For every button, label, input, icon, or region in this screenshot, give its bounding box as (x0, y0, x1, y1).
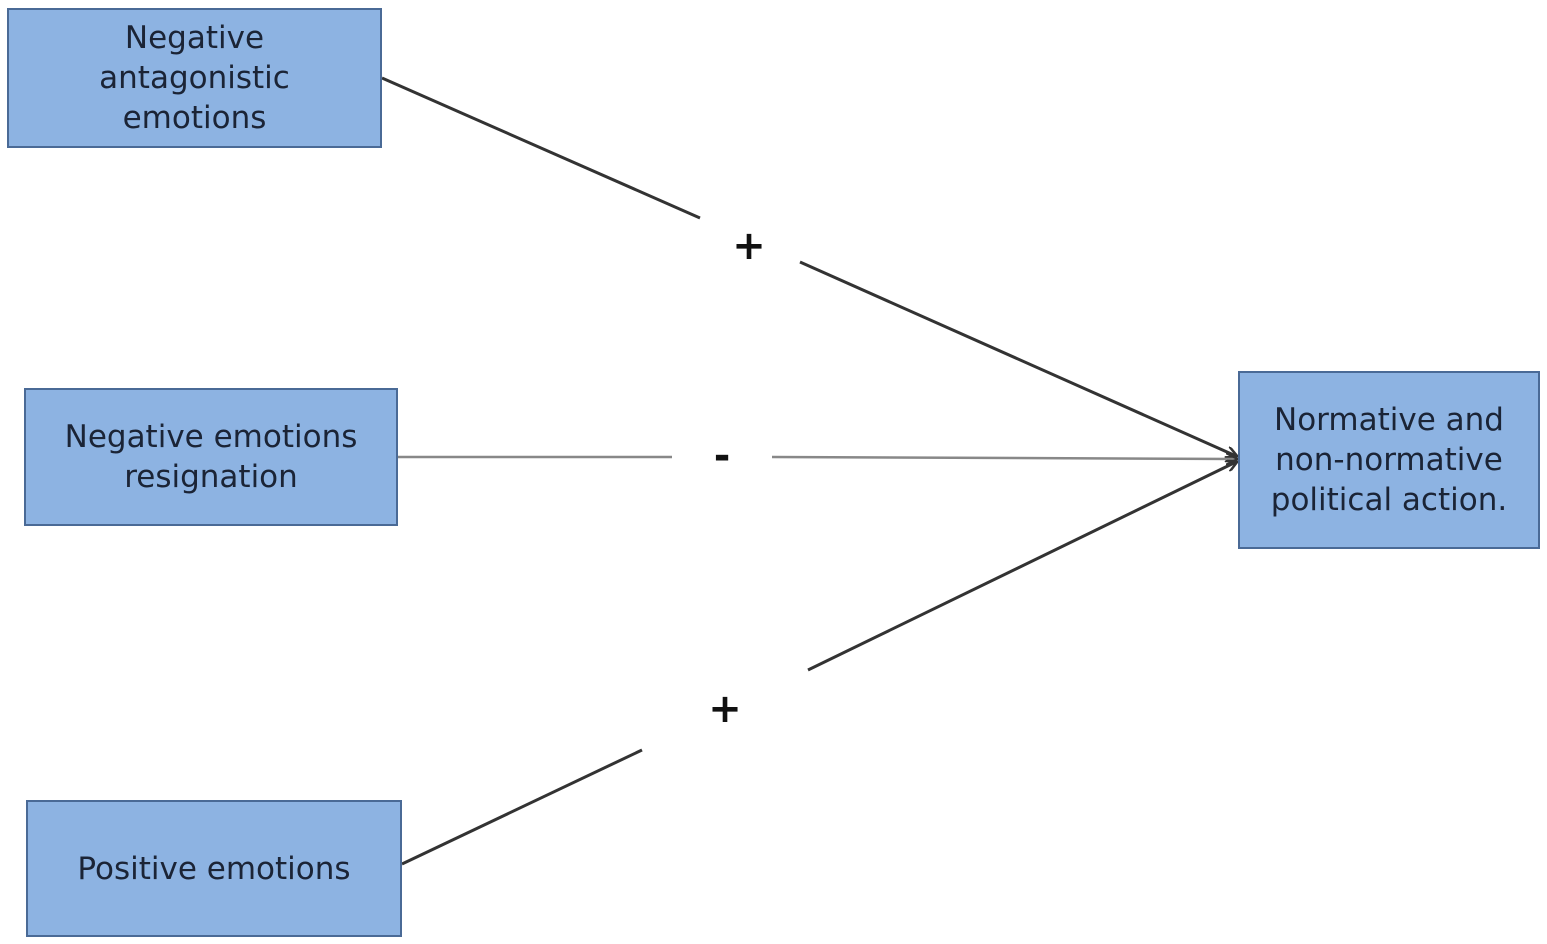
edge-positive-sign: + (708, 686, 742, 732)
node-negative-emotions-resignation-label: Negative emotions resignation (64, 419, 358, 495)
edge-resignation-sign: - (713, 433, 731, 479)
node-negative-antagonistic-emotions-label: Negative antagonistic emotions (99, 20, 290, 136)
edge-antagonistic-sign: + (732, 223, 766, 269)
node-political-action-label: Normative and non-normative political ac… (1270, 402, 1508, 518)
edge-antagonistic-segment-1 (381, 76, 701, 220)
node-negative-emotions-resignation: Negative emotions resignation (24, 388, 398, 526)
edge-antagonistic-segment-2 (799, 260, 1236, 456)
node-negative-antagonistic-emotions: Negative antagonistic emotions (7, 8, 382, 148)
edge-positive-segment-1 (401, 748, 643, 866)
edge-resignation-segment-2 (771, 457, 1236, 459)
node-positive-emotions-label: Positive emotions (77, 850, 351, 887)
node-political-action: Normative and non-normative political ac… (1238, 371, 1540, 549)
node-positive-emotions: Positive emotions (26, 800, 402, 937)
edge-positive-segment-2 (807, 462, 1236, 672)
